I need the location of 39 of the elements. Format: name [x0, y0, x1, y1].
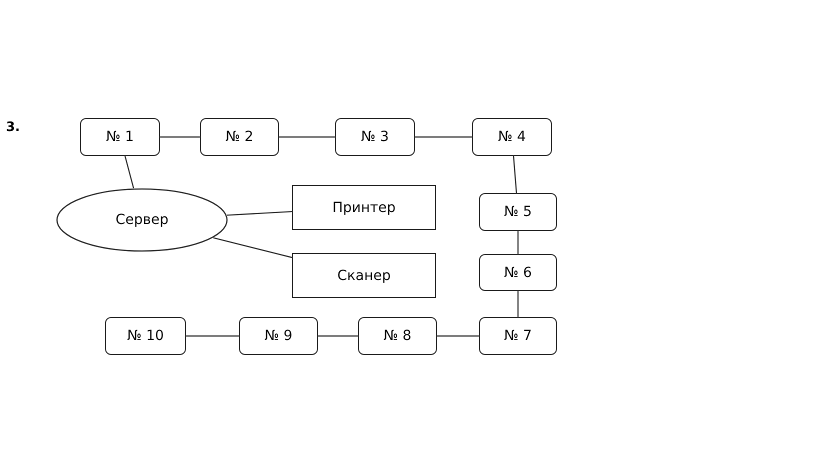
connector-line: [437, 335, 479, 337]
node-label: № 5: [504, 204, 532, 220]
connector-line: [227, 210, 292, 216]
node-box: [335, 118, 415, 156]
node-box: [479, 254, 557, 291]
server-ellipse: [56, 188, 228, 252]
node-label: № 3: [361, 129, 389, 145]
connector-line: [124, 156, 134, 188]
node-box: [239, 317, 318, 355]
node-label: № 6: [504, 264, 532, 280]
node-label: № 1: [106, 129, 134, 145]
connector-line: [415, 136, 472, 138]
node-label: № 10: [127, 328, 164, 344]
node-label: № 4: [498, 129, 526, 145]
node-box: [358, 317, 437, 355]
node-box: [479, 317, 557, 355]
node-box: [200, 118, 279, 156]
node-box: [479, 193, 557, 231]
node-box: [80, 118, 160, 156]
connector-line: [512, 156, 518, 194]
connector-line: [517, 231, 519, 254]
node-label: № 8: [384, 328, 412, 344]
node-box: [105, 317, 186, 355]
connector-line: [517, 291, 519, 317]
node-label: Сервер: [115, 212, 169, 228]
node-box: [472, 118, 552, 156]
connector-line: [186, 335, 239, 337]
device-box: [292, 253, 436, 298]
node-label: Сканер: [337, 268, 391, 284]
connector-line: [213, 237, 292, 258]
task-number: 3.: [6, 120, 20, 135]
device-box: [292, 185, 436, 230]
node-label: Принтер: [332, 200, 396, 216]
connector-line: [160, 136, 200, 138]
node-label: № 9: [264, 328, 292, 344]
node-label: № 2: [226, 129, 254, 145]
connector-line: [318, 335, 358, 337]
node-label: № 7: [504, 328, 532, 344]
connector-line: [279, 136, 335, 138]
